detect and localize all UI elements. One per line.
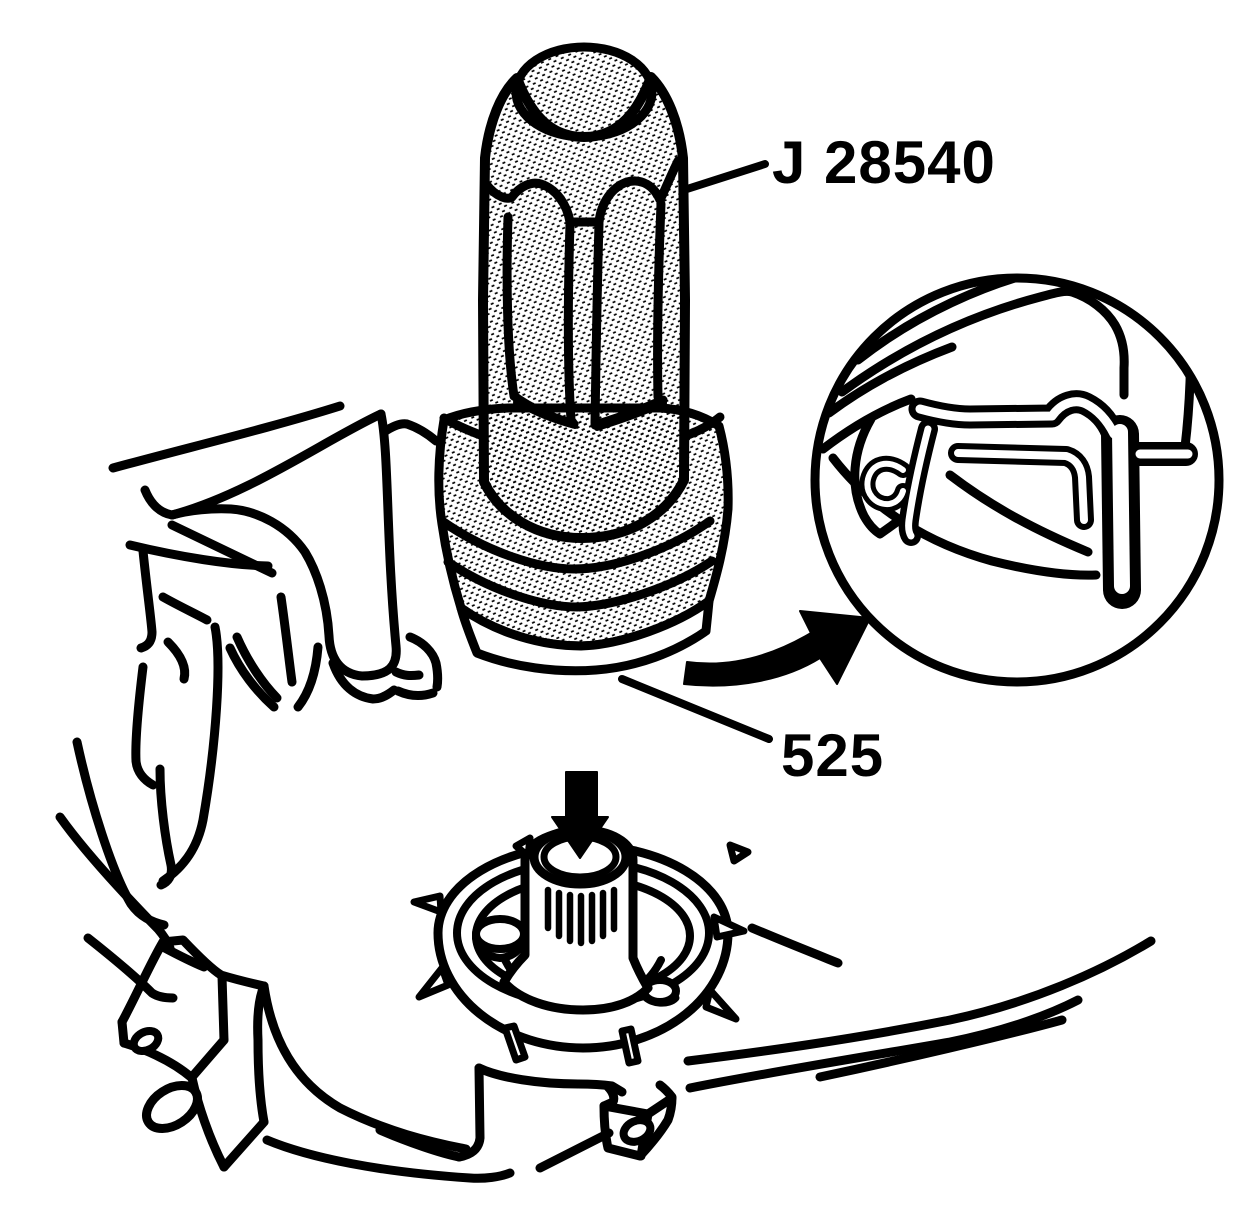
leader-line-seal — [618, 675, 773, 743]
callout-labels: J 28540 525 — [618, 129, 996, 789]
case-bracket-left — [117, 935, 515, 1183]
seal-label: 525 — [781, 722, 884, 789]
leader-line-tool — [683, 160, 769, 193]
ring-boss — [472, 915, 528, 953]
down-arrow-icon — [551, 771, 609, 859]
seal-detail-callout — [810, 273, 1224, 687]
transmission-case-outline — [55, 401, 443, 1003]
curved-arrow-icon — [683, 610, 871, 687]
case-flange-bottom — [454, 923, 1156, 1173]
seal-installer-tool — [434, 42, 733, 676]
retainer-spikes — [410, 834, 752, 1067]
seal-cross-section-channels — [864, 397, 1193, 594]
tool-label: J 28540 — [772, 129, 996, 196]
shaft-splines — [544, 886, 618, 947]
tool-handle-top — [511, 42, 657, 142]
seal-band — [456, 596, 714, 676]
